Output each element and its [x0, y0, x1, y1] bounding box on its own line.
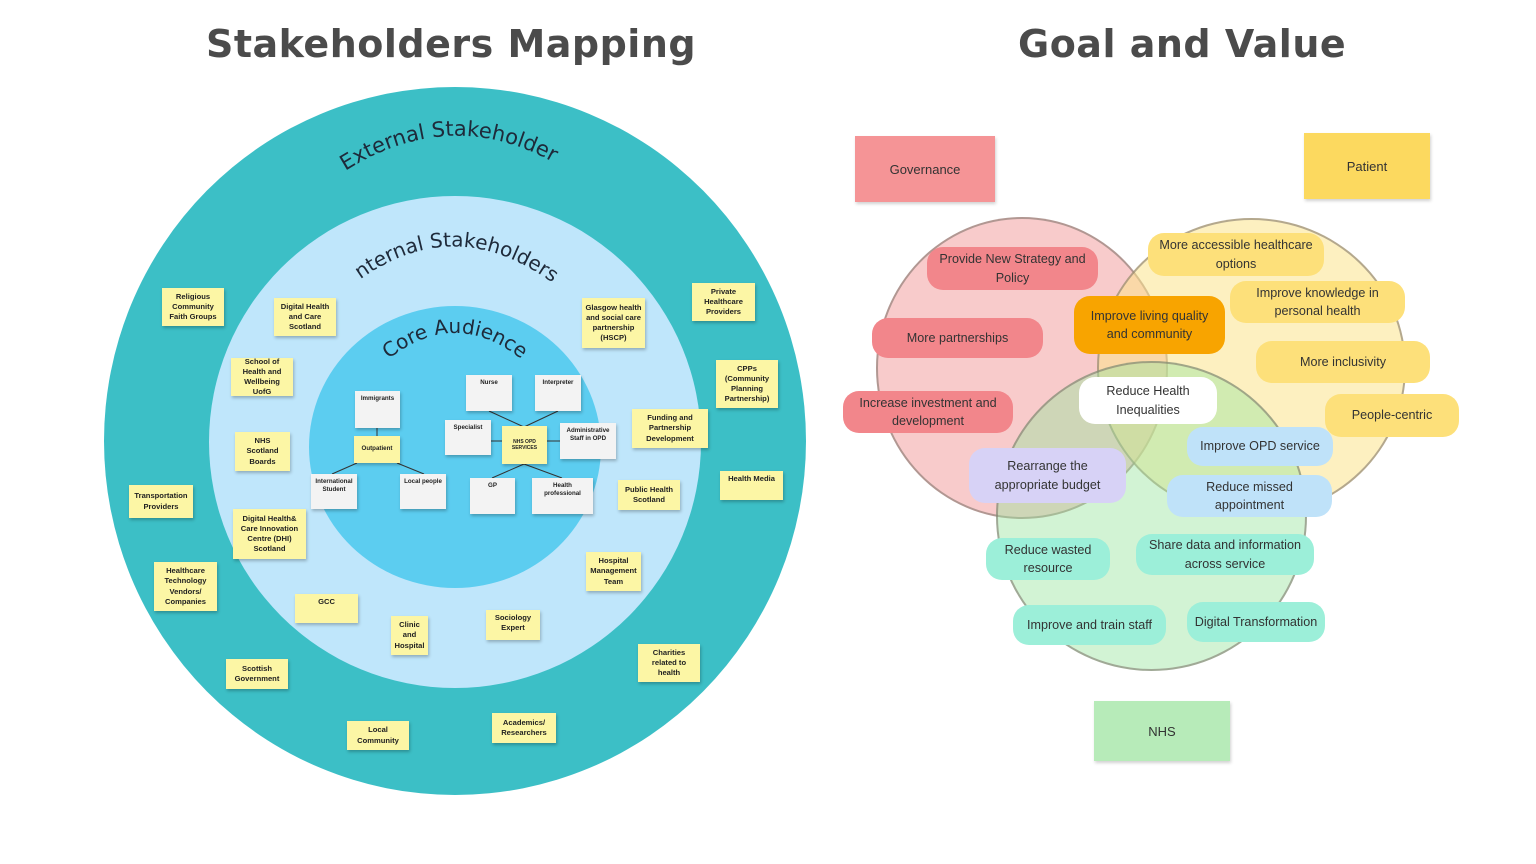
core-note: International Student [311, 474, 357, 509]
external-sticky: Religious Community Faith Groups [162, 288, 224, 326]
internal-sticky: Digital Health& Care Innovation Centre (… [233, 509, 306, 559]
goal-pill: Improve and train staff [1013, 605, 1166, 645]
goal-pill: Reduce wasted resource [986, 538, 1110, 580]
internal-sticky: Sociology Expert [486, 610, 540, 640]
external-sticky: Private Healthcare Providers [692, 283, 755, 321]
internal-sticky: Funding and Partnership Development [632, 409, 708, 448]
goal-pill: Improve OPD service [1187, 427, 1333, 466]
goal-pill: Share data and information across servic… [1136, 534, 1314, 575]
core-note: Interpreter [535, 375, 581, 411]
stakeholders-mapping-title: Stakeholders Mapping [206, 22, 697, 66]
core-note: Specialist [445, 420, 491, 455]
goal-pill: More partnerships [872, 318, 1043, 358]
goal-pill: Improve knowledge in personal health [1230, 281, 1405, 323]
external-sticky: Academics/ Researchers [492, 713, 556, 743]
external-sticky: Scottish Government [226, 659, 288, 689]
external-sticky: Transportation Providers [129, 485, 193, 518]
internal-sticky: Public Health Scotland [618, 480, 680, 510]
goal-pill: Rearrange the appropriate budget [969, 448, 1126, 503]
goal-pill: Provide New Strategy and Policy [927, 247, 1098, 290]
core-note: Health professional [532, 478, 593, 514]
internal-sticky: NHS Scotland Boards [235, 432, 290, 471]
goal-pill: People-centric [1325, 394, 1459, 437]
internal-sticky: GCC [295, 594, 358, 623]
internal-sticky: Glasgow health and social care partnersh… [582, 298, 645, 348]
external-sticky: Healthcare Technology Vendors/ Companies [154, 562, 217, 611]
external-sticky: Local Community [347, 721, 409, 750]
internal-sticky: Hospital Management Team [586, 552, 641, 591]
external-sticky: CPPs (Community Planning Partnership) [716, 360, 778, 408]
external-sticky: Health Media [720, 471, 783, 500]
core-note: Immigrants [355, 391, 400, 428]
core-note: GP [470, 478, 515, 514]
goal-pill: Digital Transformation [1187, 602, 1325, 642]
internal-sticky: Digital Health and Care Scotland [274, 298, 336, 336]
goal-pill: Increase investment and development [843, 391, 1013, 433]
goal-and-value-title: Goal and Value [1018, 22, 1347, 66]
goal-pill: Reduce Health Inequalities [1079, 377, 1217, 424]
internal-sticky: School of Health and Wellbeing UofG [231, 357, 293, 396]
core-note: Local people [400, 474, 446, 509]
nhs-category: NHS [1094, 701, 1230, 761]
external-sticky: Charities related to health [638, 644, 700, 682]
goal-pill: Improve living quality and community [1074, 296, 1225, 354]
core-note: Nurse [466, 375, 512, 411]
internal-sticky: Clinic and Hospital [391, 616, 428, 655]
goal-pill: More inclusivity [1256, 341, 1430, 383]
goal-pill: Reduce missed appointment [1167, 475, 1332, 517]
core-note: Outpatient [354, 436, 400, 463]
core-note: Administrative Staff in OPD [560, 423, 616, 459]
core-note: NHS OPD SERVICES [502, 426, 547, 464]
goal-pill: More accessible healthcare options [1148, 233, 1324, 276]
patient-category: Patient [1304, 133, 1430, 199]
governance-category: Governance [855, 136, 995, 202]
